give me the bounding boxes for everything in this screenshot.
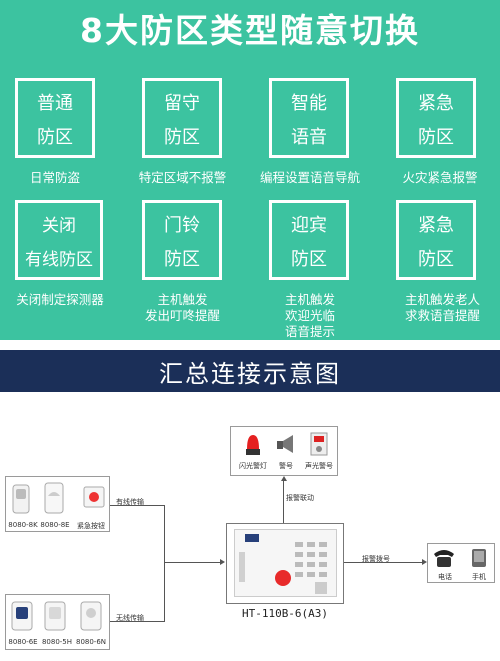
zone-card-voice: 智能 语音 bbox=[269, 78, 349, 158]
alarm-item-label: 声光警号 bbox=[305, 462, 333, 470]
zone-type: 语音 bbox=[291, 127, 327, 148]
zone-desc: 求救语音提醒 bbox=[404, 308, 480, 323]
zone-desc: 欢迎光临 bbox=[284, 308, 335, 323]
diagram-banner: 汇总连接示意图 bbox=[0, 350, 500, 392]
zone-desc: 发出叮咚提醒 bbox=[144, 308, 220, 323]
host-model: HT-110B-6(A3) bbox=[241, 607, 329, 620]
wireless-item-label: 8080-5H bbox=[41, 638, 73, 646]
host-box bbox=[226, 523, 344, 604]
zone-card-emergency: 紧急 防区 bbox=[396, 78, 476, 158]
alarm-link-line bbox=[283, 481, 284, 523]
phone-item-label: 手机 bbox=[472, 573, 486, 581]
siren-icon bbox=[277, 435, 293, 453]
arrow-right bbox=[220, 559, 225, 565]
detector-icon bbox=[44, 482, 64, 514]
wired-item-label: 8080-8K bbox=[8, 521, 38, 529]
keypad-icon bbox=[295, 542, 327, 577]
zone-type: 有线防区 bbox=[25, 250, 93, 270]
zones-title: 8大防区类型随意切换 bbox=[80, 11, 420, 50]
indicator-strip bbox=[239, 552, 245, 582]
host-panel bbox=[234, 529, 337, 597]
zone-name: 紧急 bbox=[418, 93, 454, 114]
zone-type: 防区 bbox=[418, 127, 454, 148]
zone-card-welcome: 迎宾 防区 bbox=[269, 200, 349, 280]
zone-card-normal: 普通 防区 bbox=[15, 78, 95, 158]
telephone-icon bbox=[434, 550, 454, 567]
zone-card-emergency-elder: 紧急 防区 bbox=[396, 200, 476, 280]
separator bbox=[0, 340, 500, 350]
zone-desc: 日常防盗 bbox=[29, 170, 80, 185]
wireless-item-label: 8080-6E bbox=[8, 638, 38, 646]
wired-item-label: 8080-8E bbox=[40, 521, 70, 529]
alarm-link-label: 报警联动 bbox=[286, 494, 314, 502]
zone-name: 迎宾 bbox=[291, 215, 327, 236]
zone-type: 防区 bbox=[291, 249, 327, 270]
phone-devices-box: 电话 手机 bbox=[427, 543, 495, 583]
arrow-up bbox=[281, 476, 287, 481]
zone-name: 门铃 bbox=[164, 215, 200, 236]
joiner-line bbox=[164, 505, 165, 622]
phone-link-label: 报警拨号 bbox=[362, 555, 390, 563]
wired-detectors-box: 8080-8K 8080-8E 紧急按钮 bbox=[5, 476, 110, 532]
strobe-siren-icon bbox=[310, 432, 328, 456]
banner-title: 汇总连接示意图 bbox=[159, 360, 341, 388]
zone-card-close-wired: 关闭 有线防区 bbox=[15, 200, 103, 280]
zone-desc: 特定区域不报警 bbox=[138, 170, 227, 185]
zone-type: 防区 bbox=[37, 127, 73, 148]
phone-link-line bbox=[344, 562, 424, 563]
wireless-detectors-box: 8080-6E 8080-5H 8080-6N bbox=[5, 594, 110, 650]
alarm-item-label: 闪光警灯 bbox=[239, 462, 267, 470]
zone-types-panel: 8大防区类型随意切换 普通 防区 留守 防区 智能 语音 紧急 防区 日常防盗 … bbox=[0, 0, 500, 340]
alarm-devices-box: 闪光警灯 警号 声光警号 bbox=[230, 426, 338, 476]
zone-desc: 主机触发 bbox=[284, 292, 335, 307]
zone-name: 智能 bbox=[291, 93, 327, 114]
wireless-detector-icon bbox=[44, 601, 66, 631]
wireless-detector-icon bbox=[80, 601, 102, 631]
wireless-link-label: 无线传输 bbox=[116, 614, 144, 622]
brand-logo bbox=[245, 534, 259, 542]
zone-desc: 主机触发 bbox=[157, 292, 208, 307]
mobile-phone-icon bbox=[472, 549, 486, 567]
wireless-link-line bbox=[110, 621, 164, 622]
zone-desc: 语音提示 bbox=[284, 324, 335, 339]
wired-item-label: 紧急按钮 bbox=[77, 522, 105, 530]
pir-detector-icon bbox=[12, 484, 30, 514]
panic-key bbox=[275, 570, 291, 586]
wireless-item-label: 8080-6N bbox=[75, 638, 107, 646]
zone-name: 留守 bbox=[164, 93, 200, 114]
zone-type: 防区 bbox=[418, 249, 454, 270]
arrow-right bbox=[422, 559, 427, 565]
zone-desc: 编程设置语音导航 bbox=[259, 170, 360, 185]
zone-type: 防区 bbox=[164, 249, 200, 270]
alarm-item-label: 警号 bbox=[279, 462, 293, 470]
zone-card-stay: 留守 防区 bbox=[142, 78, 222, 158]
zone-name: 关闭 bbox=[42, 216, 76, 236]
strobe-light-icon bbox=[246, 435, 260, 455]
zone-desc: 火灾紧急报警 bbox=[402, 170, 478, 185]
wired-link-line bbox=[110, 505, 164, 506]
zone-desc: 主机触发老人 bbox=[404, 292, 480, 307]
zone-desc: 关闭制定探测器 bbox=[16, 292, 104, 307]
to-host-line bbox=[164, 562, 220, 563]
panic-button-icon bbox=[83, 486, 105, 508]
wired-link-label: 有线传输 bbox=[116, 498, 144, 506]
zone-card-doorbell: 门铃 防区 bbox=[142, 200, 222, 280]
zone-type: 防区 bbox=[164, 127, 200, 148]
phone-item-label: 电话 bbox=[438, 573, 452, 581]
wireless-detector-icon bbox=[11, 601, 33, 631]
zone-name: 普通 bbox=[37, 93, 73, 114]
qr-code bbox=[315, 582, 327, 594]
zone-name: 紧急 bbox=[418, 215, 454, 236]
